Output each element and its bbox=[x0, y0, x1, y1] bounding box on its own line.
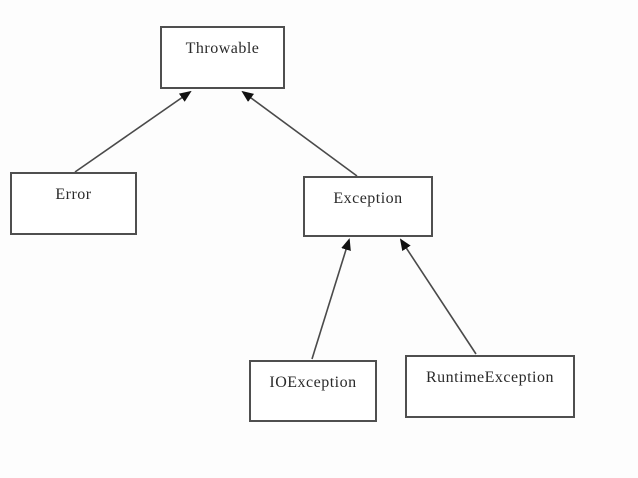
edge-error-to-throwable bbox=[74, 90, 192, 173]
class-box-runtimeexception: RuntimeException bbox=[405, 355, 575, 418]
class-label-ioexception: IOException bbox=[269, 374, 357, 391]
class-label-error: Error bbox=[55, 186, 92, 203]
class-label-runtimeexception: RuntimeException bbox=[426, 369, 554, 386]
class-box-throwable: Throwable bbox=[160, 26, 285, 89]
class-box-exception: Exception bbox=[303, 176, 433, 237]
class-box-ioexception: IOException bbox=[249, 360, 377, 422]
edge-runtimeexception-to-exception bbox=[399, 238, 477, 355]
class-label-throwable: Throwable bbox=[185, 40, 260, 57]
edge-exception-to-throwable bbox=[241, 90, 358, 177]
edge-ioexception-to-exception bbox=[311, 238, 351, 360]
class-label-exception: Exception bbox=[333, 190, 403, 207]
class-box-error: Error bbox=[10, 172, 137, 235]
